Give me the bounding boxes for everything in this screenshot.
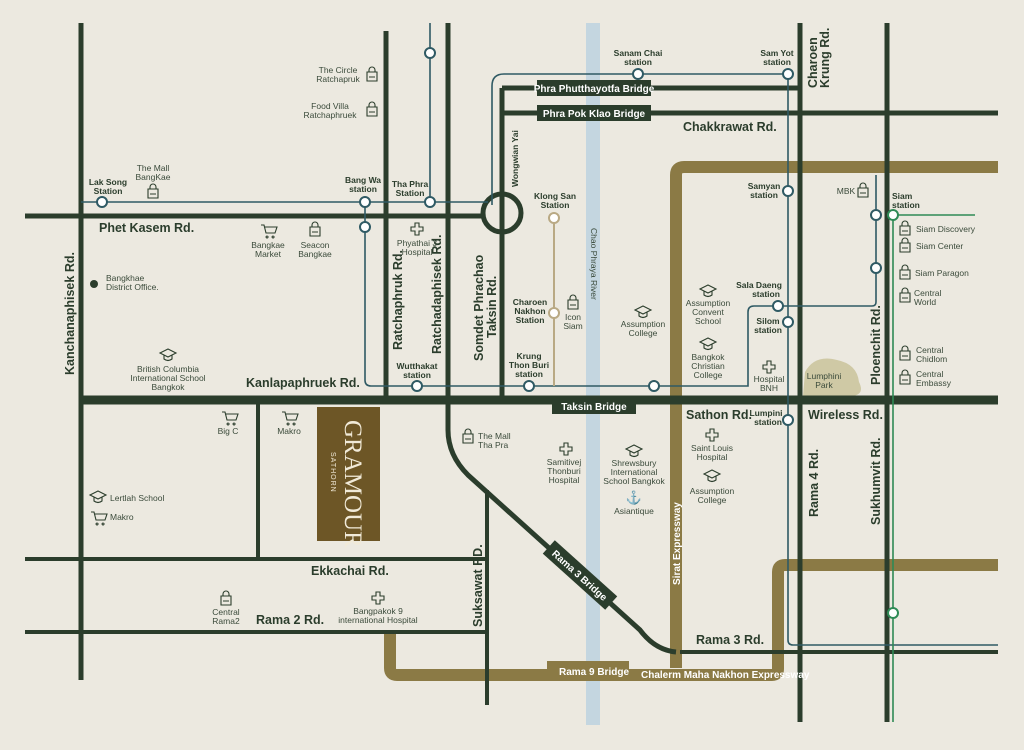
svg-text:Rama 3 Rd.: Rama 3 Rd. [696, 633, 764, 647]
svg-text:SATHORN: SATHORN [329, 452, 336, 493]
sirat-expressway [670, 161, 998, 668]
svg-text:Taksin Rd.: Taksin Rd. [485, 276, 499, 338]
svg-text:Big C: Big C [218, 426, 239, 436]
svg-text:Sirat Expressway: Sirat Expressway [672, 502, 683, 585]
bridge-phutthayotfa: Phra Phutthayotfa Bridge [534, 80, 655, 96]
svg-text:Kanchanaphisek Rd.: Kanchanaphisek Rd. [63, 252, 77, 375]
svg-text:Phet Kasem Rd.: Phet Kasem Rd. [99, 221, 194, 235]
svg-text:Makro: Makro [110, 512, 134, 522]
svg-text:MBK: MBK [837, 186, 856, 196]
svg-text:Wireless Rd.: Wireless Rd. [808, 408, 883, 422]
svg-text:Phra Phutthayotfa Bridge: Phra Phutthayotfa Bridge [534, 84, 655, 95]
bridge-taksin: Taksin Bridge [552, 398, 636, 414]
svg-text:Ekkachai Rd.: Ekkachai Rd. [311, 564, 389, 578]
svg-text:Asiantique: Asiantique [614, 506, 654, 516]
roads [25, 23, 998, 722]
chao-phraya-river [586, 23, 600, 725]
river-label: Chao Phraya River [589, 228, 599, 300]
project-gramour-sathorn[interactable]: GRAMOUR SATHORN [317, 407, 380, 548]
svg-text:Charoen: Charoen [806, 37, 820, 88]
svg-text:Rama 9 Bridge: Rama 9 Bridge [559, 667, 629, 678]
svg-text:Rama 3 Bridge: Rama 3 Bridge [549, 549, 609, 604]
svg-text:Rama 4 Rd.: Rama 4 Rd. [807, 449, 821, 517]
anchor-icon: ⚓ [626, 490, 642, 505]
svg-text:Suksawat RD.: Suksawat RD. [471, 544, 485, 627]
svg-text:Wongwian Yai: Wongwian Yai [510, 130, 520, 187]
svg-text:Makro: Makro [277, 426, 301, 436]
svg-text:Rama 2 Rd.: Rama 2 Rd. [256, 613, 324, 627]
svg-text:Krung Rd.: Krung Rd. [818, 28, 832, 88]
svg-text:Siam Paragon: Siam Paragon [915, 268, 969, 278]
rail-lines [81, 23, 998, 722]
svg-text:Taksin Bridge: Taksin Bridge [561, 402, 627, 413]
chalerm-expressway [384, 559, 998, 681]
svg-text:Chalerm Maha Nakhon Expressway: Chalerm Maha Nakhon Expressway [641, 670, 810, 681]
bridge-pok-klao: Phra Pok Klao Bridge [537, 105, 651, 121]
svg-text:Sathon Rd.: Sathon Rd. [686, 408, 752, 422]
svg-text:Somdet Phrachao: Somdet Phrachao [472, 254, 486, 361]
station-markers [90, 47, 899, 619]
lumphini-park [803, 358, 861, 396]
bridge-rama9: Rama 9 Bridge [547, 661, 629, 679]
svg-text:GRAMOUR: GRAMOUR [339, 420, 366, 548]
svg-text:Lertlah School: Lertlah School [110, 493, 164, 503]
bridge-rama3: Rama 3 Bridge [542, 540, 618, 610]
svg-text:Ratchadaphisek Rd.: Ratchadaphisek Rd. [430, 235, 444, 354]
road-labels: Phet Kasem Rd. Kanchanaphisek Rd. Ratcha… [63, 28, 883, 681]
svg-text:Chakkrawat Rd.: Chakkrawat Rd. [683, 120, 777, 134]
svg-text:Phra Pok Klao Bridge: Phra Pok Klao Bridge [543, 109, 646, 120]
svg-text:Siam Discovery: Siam Discovery [916, 224, 976, 234]
svg-text:Sukhumvit Rd.: Sukhumvit Rd. [869, 437, 883, 525]
svg-text:Ploenchit Rd.: Ploenchit Rd. [869, 305, 883, 385]
svg-text:Siam Center: Siam Center [916, 241, 963, 251]
svg-text:Ratchaphruk Rd.: Ratchaphruk Rd. [391, 250, 405, 350]
svg-text:Kanlapaphruek Rd.: Kanlapaphruek Rd. [246, 376, 360, 390]
